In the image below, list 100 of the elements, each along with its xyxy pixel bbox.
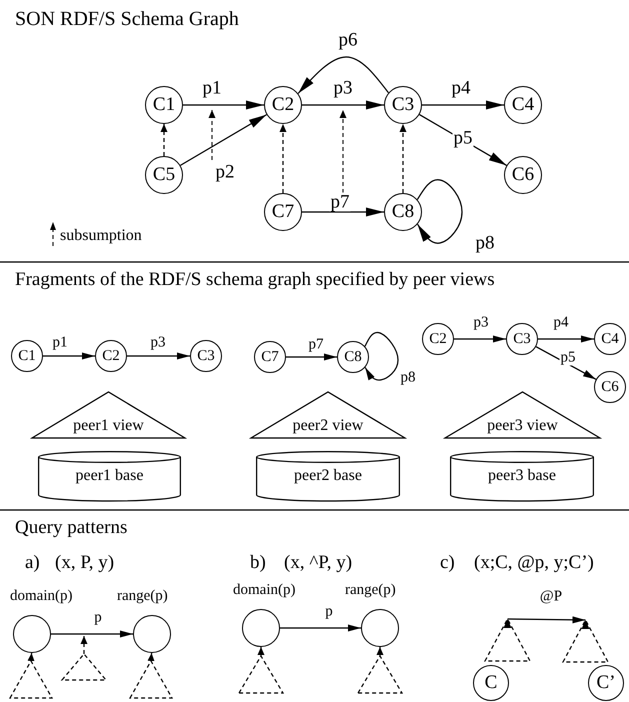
role-label: range(p) xyxy=(345,582,396,598)
empty-circle xyxy=(361,609,399,647)
class-circle xyxy=(190,340,222,372)
arrow xyxy=(454,336,506,342)
empty-circle xyxy=(133,615,171,653)
class-circle xyxy=(506,323,538,355)
pattern-label: (x, P, y) xyxy=(55,553,114,574)
edge-label: p1 xyxy=(202,78,222,98)
arrow xyxy=(180,114,267,166)
node-label: C5 xyxy=(152,164,176,186)
dashed-triangle xyxy=(485,619,530,661)
arrow xyxy=(422,100,504,110)
arrow xyxy=(298,56,389,94)
class-circle xyxy=(384,86,422,124)
edge-label: p3 xyxy=(150,336,166,350)
class-circle xyxy=(594,323,626,355)
node-label: C xyxy=(484,672,498,694)
class-circle xyxy=(11,340,43,372)
node-label: peer3 base xyxy=(487,467,557,485)
empty-circle xyxy=(242,609,280,647)
node-label: C7 xyxy=(261,348,279,366)
subsumption-arrow xyxy=(280,124,286,193)
class-circle xyxy=(384,193,422,231)
class-circle xyxy=(504,156,542,194)
edge-label: p7 xyxy=(308,338,324,352)
dashed-triangle xyxy=(358,656,402,693)
role-label: domain(p) xyxy=(233,582,296,598)
arrow xyxy=(302,208,384,216)
node-label: C1 xyxy=(18,348,36,364)
node-label: C1 xyxy=(152,94,176,116)
node-label: C3 xyxy=(513,330,531,348)
class-circle xyxy=(594,371,626,403)
dashed-triangle xyxy=(130,661,172,698)
section-heading: Query patterns xyxy=(15,518,128,539)
node-label: peer2 base xyxy=(293,467,363,485)
arrow xyxy=(280,624,361,632)
edge-label: p7 xyxy=(330,192,350,212)
subsumption-arrow xyxy=(148,652,154,662)
node-label: peer2 view xyxy=(292,417,364,435)
pattern-label: b) xyxy=(250,553,266,574)
edge-label: p1 xyxy=(52,336,68,350)
edge-label: p5 xyxy=(452,128,474,148)
pattern-label: c) xyxy=(440,553,455,574)
arrow xyxy=(508,616,586,624)
node-label: C7 xyxy=(272,202,294,222)
class-circle xyxy=(264,193,302,231)
arrow xyxy=(183,100,264,110)
edge-label: p6 xyxy=(338,30,358,50)
view-triangle xyxy=(32,392,185,438)
node-label: C6 xyxy=(512,164,534,186)
subsumption-arrow xyxy=(28,652,34,662)
node-label: C3 xyxy=(197,348,215,364)
dashed-triangle xyxy=(239,656,283,693)
edge-label: p2 xyxy=(214,162,236,182)
class-circle xyxy=(588,665,624,701)
class-circle xyxy=(422,323,454,355)
dashed-triangle xyxy=(10,661,52,698)
node-label: C2 xyxy=(102,348,120,364)
node-label: C’ xyxy=(596,672,616,694)
class-circle xyxy=(264,86,302,124)
edge-label: p3 xyxy=(472,316,490,330)
edge-label: @P xyxy=(538,590,564,604)
edge-label: p5 xyxy=(560,350,576,366)
edge-label: p4 xyxy=(450,78,472,98)
pattern-label: (x, ^P, y) xyxy=(284,553,352,574)
node-label: C3 xyxy=(392,94,414,116)
arrow xyxy=(127,352,190,360)
class-circle xyxy=(145,156,183,194)
subsumption-arrow xyxy=(160,124,168,156)
arrow xyxy=(51,630,133,638)
empty-circle xyxy=(13,615,51,653)
node-label: C8 xyxy=(344,348,362,366)
node-label: C4 xyxy=(601,330,619,348)
pattern-label: a) xyxy=(25,553,40,574)
edge-label: p8 xyxy=(400,370,416,386)
section-heading: Fragments of the RDF/S schema graph specified by peer views xyxy=(15,270,495,291)
view-triangle xyxy=(445,392,600,438)
arrow xyxy=(419,114,507,166)
arrow xyxy=(538,336,594,342)
arrow xyxy=(536,346,596,380)
edge-label: p3 xyxy=(332,78,354,98)
dashed-triangle xyxy=(62,654,106,680)
node-label: peer1 base xyxy=(74,467,144,485)
node-label: peer3 view xyxy=(486,417,559,435)
subsumption-arrow xyxy=(258,647,264,656)
arrow xyxy=(43,352,95,360)
pattern-label: (x;C, @p, y;C’) xyxy=(474,553,594,574)
node-label: C2 xyxy=(429,330,447,348)
class-circle xyxy=(337,341,369,373)
node-label: C8 xyxy=(392,202,414,222)
dashed-triangle xyxy=(563,620,608,662)
title: SON RDF/S Schema Graph xyxy=(15,8,239,30)
legend-label: subsumption xyxy=(60,227,142,245)
edge-label: p4 xyxy=(552,316,570,330)
subsumption-arrow xyxy=(80,636,88,654)
class-circle xyxy=(254,341,286,373)
node-label: C4 xyxy=(512,94,534,116)
view-triangle xyxy=(251,392,405,438)
class-circle xyxy=(95,340,127,372)
role-label: domain(p) xyxy=(10,588,72,604)
